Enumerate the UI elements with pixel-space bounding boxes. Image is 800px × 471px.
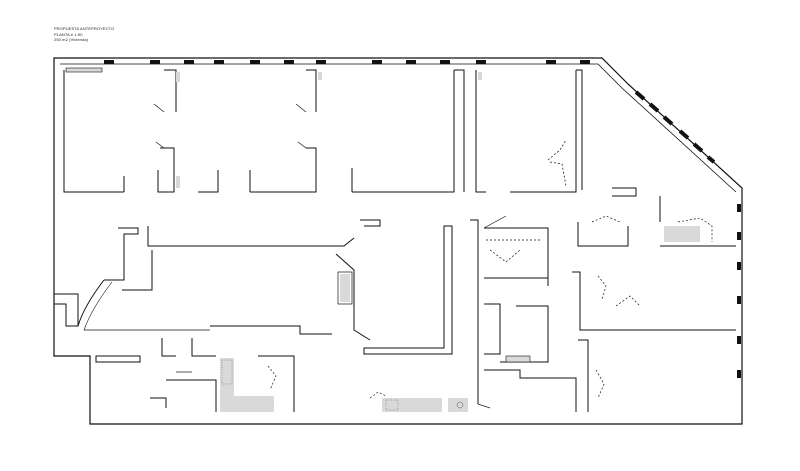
door-leaf (477, 403, 491, 409)
wet-core (470, 215, 577, 412)
room-wall (63, 70, 124, 193)
south-wall (258, 355, 295, 412)
tile (318, 72, 322, 80)
door-leaf (153, 103, 165, 113)
south-wall (161, 338, 176, 357)
dashed-swing (677, 217, 713, 242)
patterned-tile (385, 399, 399, 411)
outer-wall-north (53, 57, 743, 425)
wardrobe-grey (65, 67, 103, 73)
south-wall (166, 379, 217, 412)
tile (176, 176, 180, 188)
bench (337, 271, 353, 305)
south-rooms (95, 338, 295, 412)
north-rooms (63, 67, 583, 193)
folding-door (547, 139, 567, 187)
living-block (122, 219, 453, 355)
tile-zone (382, 398, 442, 412)
room-wall (249, 147, 317, 193)
vestibule-wall (104, 227, 139, 281)
outer-wall-inner (60, 63, 737, 193)
door-leaf (297, 141, 307, 149)
east-wall (577, 222, 629, 247)
window (692, 142, 704, 153)
plan-scale: PLANTA e 1:50 (54, 31, 83, 37)
core-wall (484, 369, 560, 379)
vestibule-wall (54, 293, 79, 327)
dashed-swing (591, 215, 621, 223)
room-wall (510, 70, 577, 193)
east-wall (572, 271, 736, 331)
dashed-swing (267, 365, 277, 391)
east-rooms (572, 187, 736, 412)
core-wall (560, 377, 577, 412)
living-wall (147, 226, 355, 247)
tile-patches-north (176, 72, 482, 188)
dashed-swing (489, 249, 521, 263)
dashed-door (597, 275, 641, 307)
tile-zone (220, 358, 234, 412)
room-wall (576, 69, 583, 190)
exterior-walls (53, 57, 743, 425)
curved-wall-inner (83, 281, 113, 331)
room-wall (157, 147, 175, 193)
dashed-door (595, 369, 605, 399)
east-wall (612, 187, 637, 197)
core-wall (484, 303, 501, 355)
room-wall (306, 69, 317, 112)
dashed-swing (369, 391, 387, 399)
sink (456, 401, 464, 409)
west-vestibule (54, 227, 210, 331)
plan-area: 250 m2 (Vivienda) (54, 37, 89, 43)
diagonal-windows (634, 90, 716, 164)
tile-zone (448, 398, 468, 412)
window (648, 102, 660, 113)
plan-caption: PROPUESTA ANTEPROYECTO PLANTA e 1:50 250… (54, 26, 114, 43)
bench-grey (340, 274, 350, 302)
room-wall (164, 69, 177, 112)
core-wall (470, 219, 479, 404)
patterned-tile (221, 359, 233, 385)
door-leaf (483, 215, 507, 229)
living-wall (210, 325, 332, 335)
south-wall (95, 355, 141, 363)
south-wall (191, 338, 216, 357)
shower-grey (664, 226, 700, 242)
core-wall (484, 227, 549, 286)
living-wall (360, 219, 381, 227)
window (706, 155, 716, 164)
living-wall (122, 250, 153, 291)
south-wall (150, 397, 167, 408)
window (634, 90, 646, 101)
curved-wall (77, 279, 105, 327)
tile-zone (234, 396, 274, 412)
tile (478, 72, 482, 80)
room-wall (454, 69, 465, 192)
room-wall (198, 170, 219, 193)
living-wall (363, 225, 453, 355)
room-wall (351, 70, 455, 193)
living-wall (335, 253, 371, 341)
kitchen-tiles (220, 358, 468, 412)
window (662, 115, 674, 126)
fixture (505, 355, 531, 363)
east-wall (578, 339, 589, 412)
window (678, 129, 690, 140)
door-leaf (155, 141, 165, 149)
core-wall (500, 305, 549, 363)
door-leaf (295, 103, 307, 113)
project-title: PROPUESTA ANTEPROYECTO (54, 26, 115, 31)
tile (176, 72, 180, 82)
room-wall (475, 70, 486, 193)
tile-pattern (221, 359, 464, 411)
